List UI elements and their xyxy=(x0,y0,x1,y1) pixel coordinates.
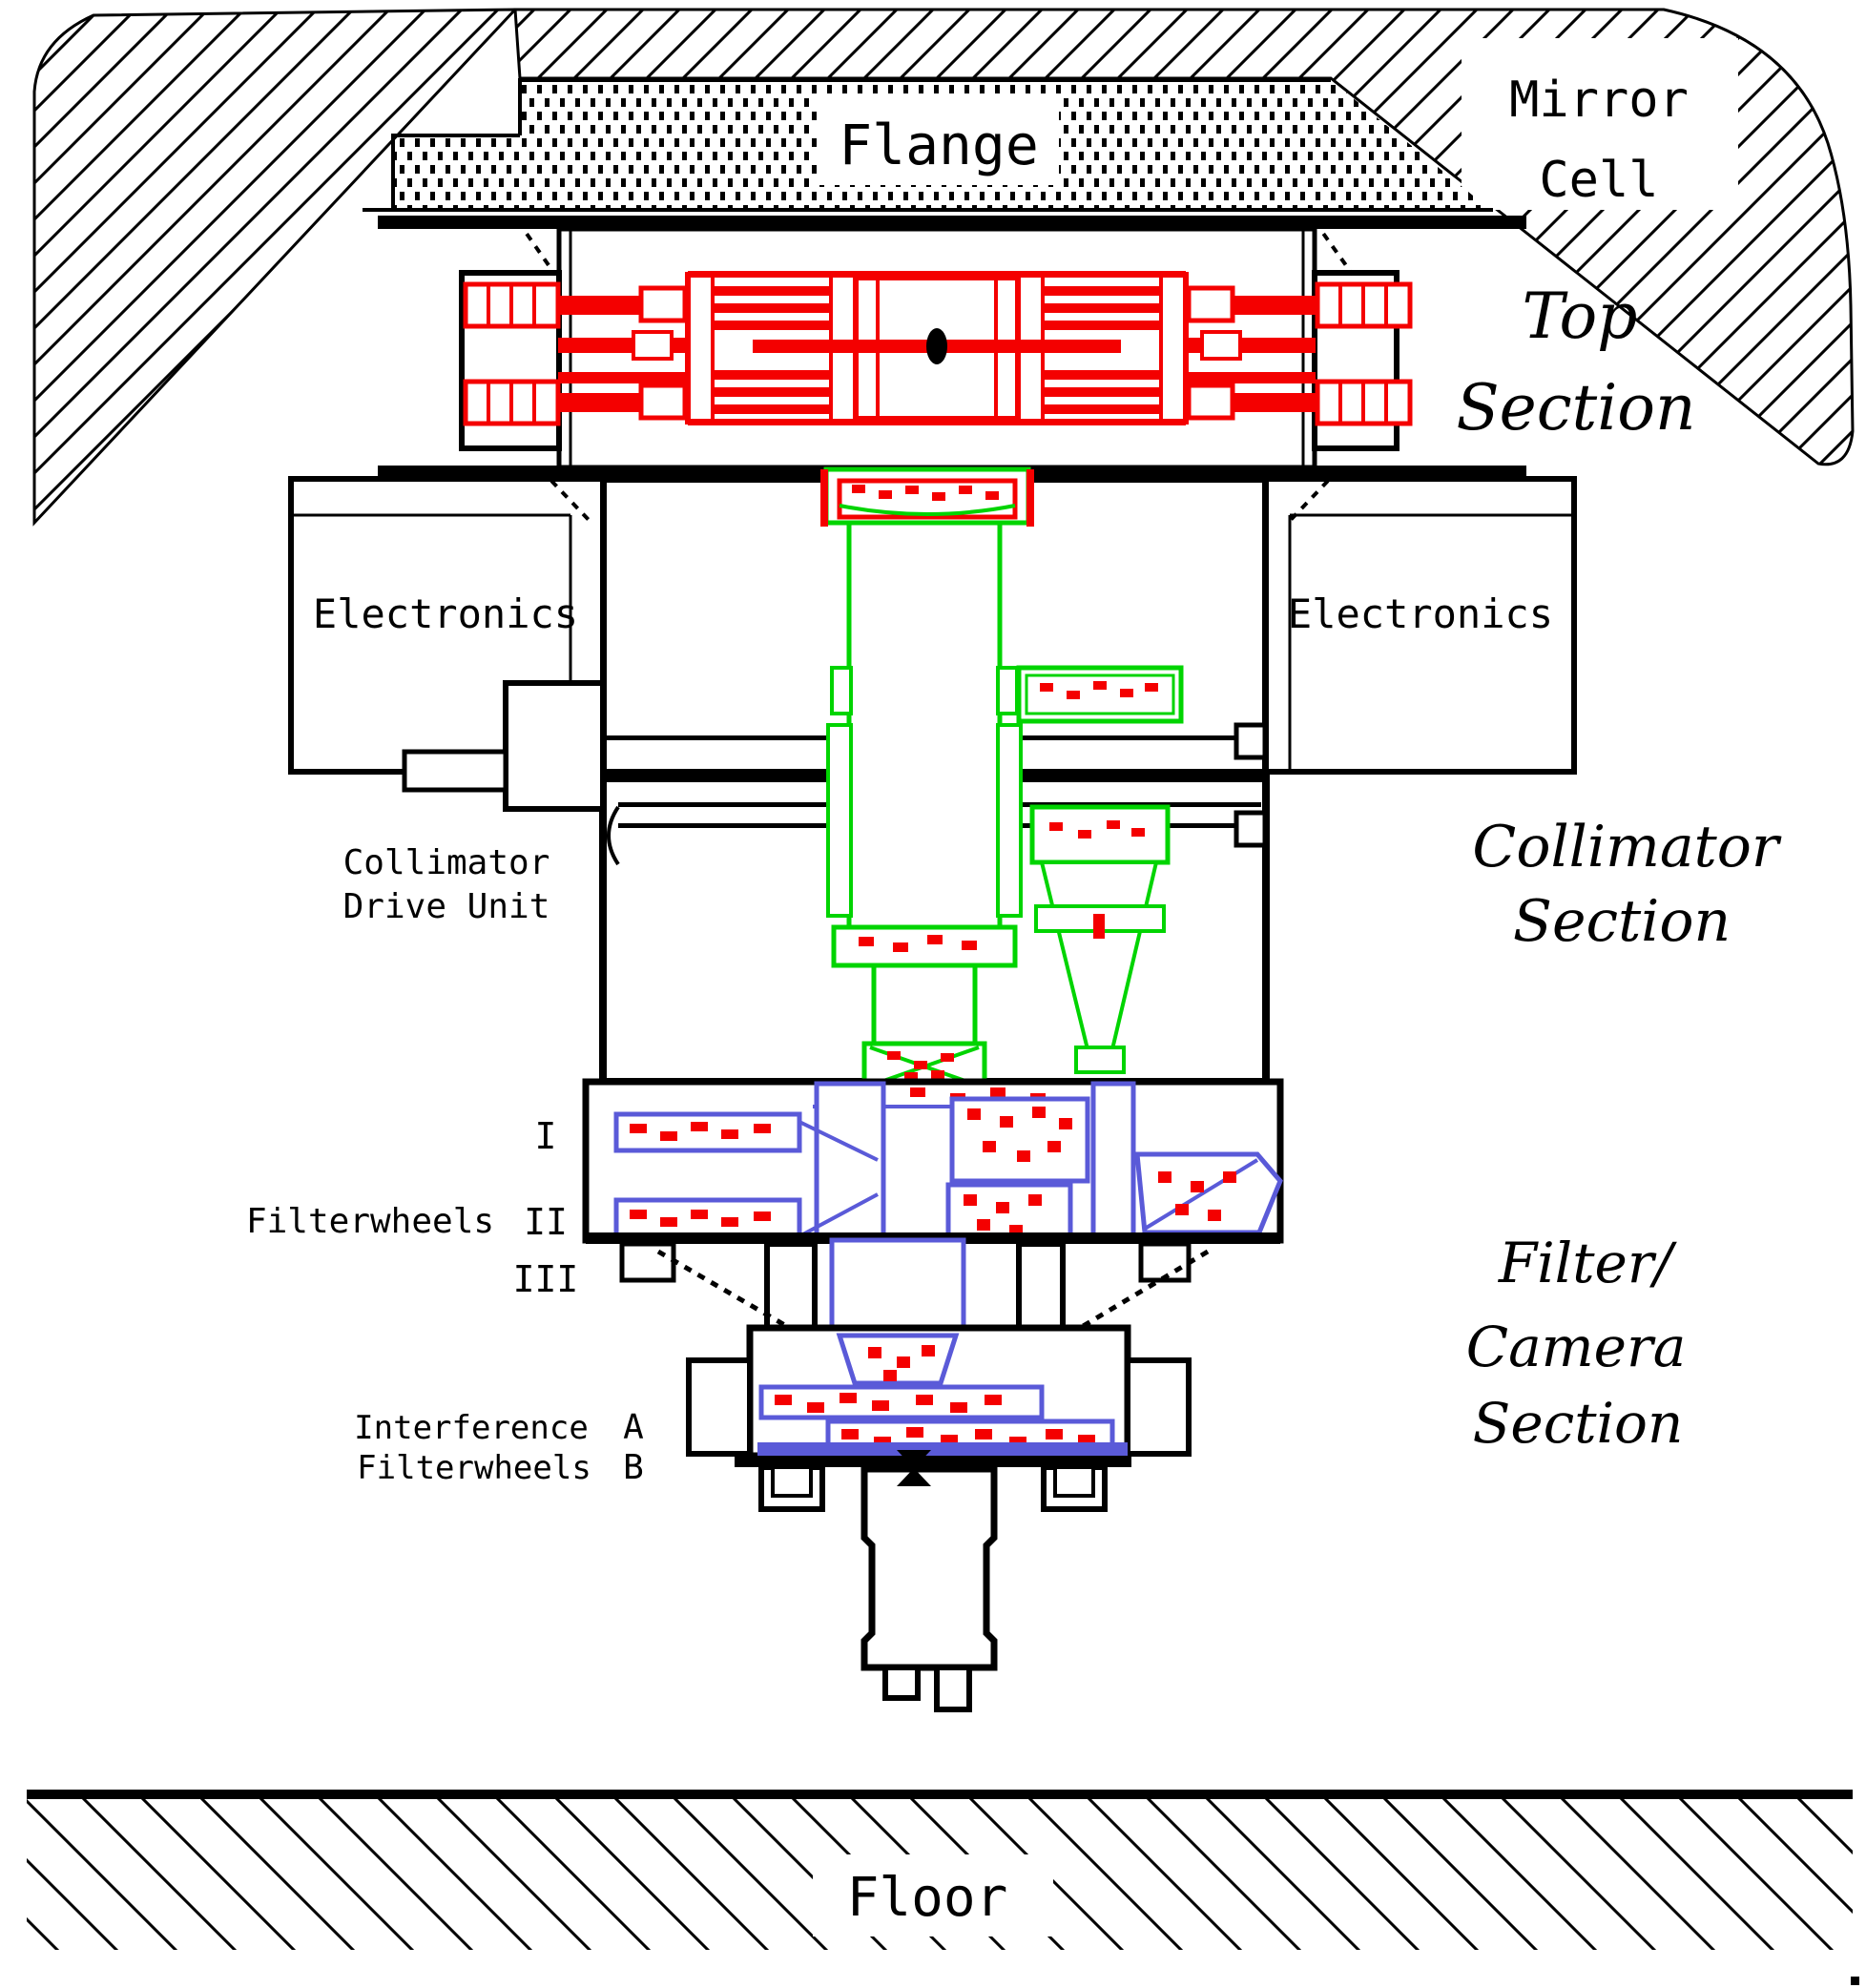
floor: Floor xyxy=(27,1790,1853,1950)
collimator-drive-label-line1: Collimator xyxy=(343,843,550,882)
interference-bracket-left xyxy=(686,1357,753,1457)
wheel-cell-upper-marks xyxy=(967,1107,1072,1162)
filterwheels-label: Filterwheels xyxy=(246,1202,494,1241)
flange-outline xyxy=(363,78,1493,212)
collimator-drive-label-line2: Drive Unit xyxy=(343,887,550,926)
exit-lens-glass-marks xyxy=(887,1051,954,1081)
wheel-B-marks xyxy=(841,1427,1095,1447)
hidden-edge-right xyxy=(1313,219,1355,277)
right-block-ribs xyxy=(1043,286,1161,414)
shaft-center-pivot xyxy=(926,328,947,364)
top-mounting-plate xyxy=(378,216,1526,229)
wheel-numeral-3: III xyxy=(513,1258,579,1300)
dewar-foot-right xyxy=(934,1665,972,1712)
center-bowtie-mark xyxy=(897,1450,931,1486)
collimator-optics-green xyxy=(820,466,1184,1094)
left-block-ribs xyxy=(713,286,831,414)
top-section-label-line1: Top xyxy=(1523,280,1638,353)
collimator-section-label-line1: Collimator xyxy=(1472,814,1782,880)
mirror-cell-left-mass xyxy=(32,8,519,527)
filter-camera-label-line2: Camera xyxy=(1466,1315,1687,1379)
collimator-section-label-line2: Section xyxy=(1513,888,1731,955)
collimator-section: Electronics Electronics Collimator Drive… xyxy=(288,466,1782,1094)
top-section-label-line2: Section xyxy=(1456,371,1695,445)
hidden-edge-electronics-right xyxy=(1288,479,1330,523)
collimator-drive-motor xyxy=(402,749,508,793)
wheel-numeral-2: II xyxy=(524,1201,568,1243)
aux-upper-glass-marks xyxy=(1040,681,1158,699)
filter-camera-label-line3: Section xyxy=(1473,1391,1684,1456)
wheel-numeral-1: I xyxy=(535,1115,557,1157)
dewar-foot-left xyxy=(882,1665,921,1701)
interference-label-line1: Interference xyxy=(354,1409,589,1447)
interference-label-line2: Filterwheels xyxy=(357,1449,591,1487)
wheel1-glass-marks xyxy=(630,1122,771,1141)
floor-label-box xyxy=(813,1854,1053,1936)
center-column xyxy=(814,1081,886,1241)
tilted-wheel-marks xyxy=(1158,1171,1236,1221)
flange-label-box xyxy=(819,95,1059,185)
camera-neck xyxy=(619,1237,1210,1338)
mirror-cell-label-box xyxy=(1462,38,1738,210)
entrance-lens-glass-marks xyxy=(852,485,999,501)
mirror-cell-label-line2: Cell xyxy=(1539,152,1658,209)
floor-line xyxy=(27,1790,1853,1799)
mirror-cell-label-line1: Mirror xyxy=(1509,72,1689,129)
camera-base-plate xyxy=(735,1456,1131,1467)
electronics-right-label: Electronics xyxy=(1288,590,1553,637)
top-section: Top Section xyxy=(378,216,1696,470)
filter-camera-section: Filterwheels I II III Interference Filte… xyxy=(246,1078,1687,1712)
interference-bracket-right xyxy=(1125,1357,1192,1457)
interference-wheels-blue xyxy=(757,1333,1128,1456)
right-column xyxy=(1090,1081,1136,1241)
filter-camera-label-line1: Filter/ xyxy=(1498,1231,1678,1295)
lower-tube xyxy=(871,963,978,1046)
electronics-box-right xyxy=(1263,476,1577,775)
floor-label: Floor xyxy=(847,1867,1008,1929)
collimator-barrel xyxy=(846,520,1003,947)
aux-lower-glass-marks xyxy=(1049,820,1145,839)
wheel-letter-B: B xyxy=(623,1448,644,1487)
drive-coupler-arc xyxy=(607,805,620,866)
wheel-A-marks xyxy=(775,1393,1002,1413)
wheel3-glass-marks xyxy=(630,1210,771,1227)
camera-barrel-upper xyxy=(829,1237,966,1338)
camera-lens-marks xyxy=(868,1345,935,1381)
flange: Flange xyxy=(363,78,1493,212)
wheel-letter-A: A xyxy=(623,1408,644,1447)
aux-lens-cell-lower xyxy=(1029,804,1171,865)
mid-lens-glass-marks xyxy=(859,935,977,952)
hidden-edge-left xyxy=(516,219,557,277)
collimator-drive-unit-box xyxy=(503,680,606,812)
stray-dot xyxy=(1851,1977,1859,1985)
filterwheel-mechanism-blue xyxy=(613,1081,1283,1243)
detector-dewar xyxy=(860,1465,998,1671)
calibration-unit-red xyxy=(463,271,1413,426)
hidden-edge-electronics-left xyxy=(549,479,591,523)
electronics-left-label: Electronics xyxy=(313,590,578,637)
flange-label: Flange xyxy=(839,113,1039,177)
